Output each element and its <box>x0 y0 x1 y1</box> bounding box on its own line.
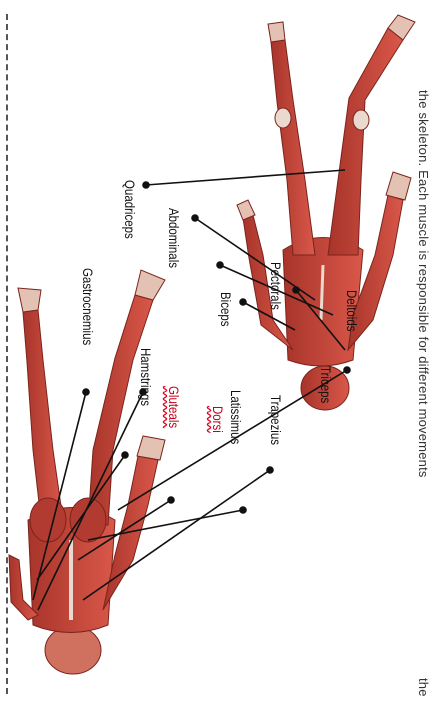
caption-line-1: the skeleton. Each muscle is responsible… <box>416 90 431 478</box>
caption-line-2: the <box>416 678 431 697</box>
label-trapezius: Trapezius <box>269 395 283 445</box>
front-figure-icon <box>237 15 415 410</box>
label-quadriceps: Quadriceps <box>123 180 137 239</box>
label-gluteals: Gluteals <box>167 386 181 428</box>
label-dorsi: Dorsi <box>211 406 225 433</box>
label-biceps: Biceps <box>219 292 233 326</box>
label-pectorals: Pectorals <box>269 262 283 310</box>
label-deltoids: Deltoids <box>345 290 359 331</box>
label-gastrocnemius: Gastrocnemius <box>81 268 95 345</box>
label-latissimus: Latissimus <box>229 390 243 444</box>
label-abdominals: Abdominals <box>167 208 181 268</box>
label-triceps: Triceps <box>319 366 333 403</box>
label-hamstrings: Hamstrings <box>139 348 153 406</box>
